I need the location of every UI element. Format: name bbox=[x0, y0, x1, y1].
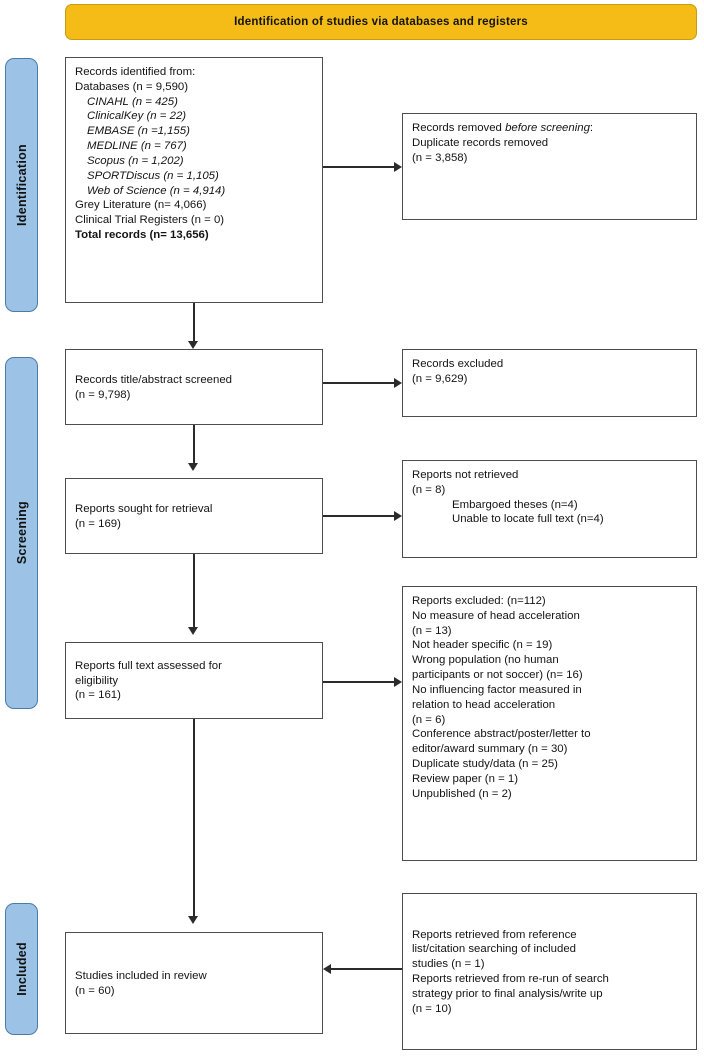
box-records-screened: Records title/abstract screened (n = 9,7… bbox=[65, 349, 323, 425]
source-row-embase: EMBASE (n =1,155) bbox=[87, 125, 190, 138]
reports-retrieved-line2: list/citation searching of included bbox=[412, 943, 576, 956]
reports-excluded-reason: Wrong population (no human bbox=[412, 654, 559, 667]
arrow-full-text-to-included bbox=[188, 916, 198, 924]
studies-included-label: Studies included in review bbox=[75, 969, 207, 982]
stage-tab-included-label: Included bbox=[14, 942, 29, 996]
connector-full-text-to-included bbox=[193, 719, 195, 916]
reports-not-retrieved-reason-embargoed: Embargoed theses (n=4) bbox=[452, 498, 578, 511]
stage-tab-screening: Screening bbox=[5, 357, 38, 709]
full-text-line1: Reports full text assessed for bbox=[75, 659, 222, 672]
source-row-web-of-science: Web of Science (n = 4,914) bbox=[87, 184, 226, 197]
arrow-screened-to-excluded bbox=[394, 378, 402, 388]
source-row-cinahl: CINAHL (n = 425) bbox=[87, 95, 178, 108]
reports-retrieved-line1: Reports retrieved from reference bbox=[412, 928, 577, 941]
reports-retrieved-line5: strategy prior to final analysis/write u… bbox=[412, 987, 603, 1000]
source-row-scopus: Scopus (n = 1,202) bbox=[87, 154, 184, 167]
arrow-full-text-to-excluded-reasons bbox=[394, 677, 402, 687]
records-removed-line2: Duplicate records removed bbox=[412, 136, 549, 149]
stage-tab-included: Included bbox=[5, 903, 38, 1035]
reports-excluded-reason: No influencing factor measured in bbox=[412, 683, 582, 696]
reports-excluded-reason: Not header specific (n = 19) bbox=[412, 639, 553, 652]
stage-tab-screening-label: Screening bbox=[14, 501, 29, 565]
source-row-medline: MEDLINE (n = 767) bbox=[87, 140, 187, 153]
records-screened-label: Records title/abstract screened bbox=[75, 373, 233, 386]
arrow-sought-to-not-retrieved bbox=[394, 511, 402, 521]
box-reports-sought: Reports sought for retrieval (n = 169) bbox=[65, 478, 323, 554]
studies-included-count: (n = 60) bbox=[75, 984, 115, 997]
arrow-identified-to-removed bbox=[394, 162, 402, 172]
full-text-count: (n = 161) bbox=[75, 689, 121, 702]
reports-not-retrieved-label: Reports not retrieved bbox=[412, 469, 519, 481]
reports-excluded-reason: (n = 13) bbox=[412, 624, 452, 637]
reports-excluded-heading: Reports excluded: (n=112) bbox=[412, 595, 546, 607]
box-reports-full-text-assessed: Reports full text assessed for eligibili… bbox=[65, 642, 323, 719]
source-row-clinicalkey: ClinicalKey (n = 22) bbox=[87, 110, 187, 123]
connector-identified-to-removed bbox=[323, 166, 394, 168]
reports-excluded-reason: (n = 6) bbox=[412, 713, 446, 726]
arrow-sought-to-full-text bbox=[188, 627, 198, 635]
box-records-identified: Records identified from: Databases (n = … bbox=[65, 57, 323, 303]
stage-tab-identification: Identification bbox=[5, 58, 38, 312]
records-identified-total: Total records (n= 13,656) bbox=[75, 229, 209, 242]
records-excluded-label: Records excluded bbox=[412, 358, 504, 370]
connector-retrieved-to-included bbox=[331, 968, 402, 970]
stage-tab-identification-label: Identification bbox=[14, 144, 29, 226]
source-row-sportdiscus: SPORTDiscus (n = 1,105) bbox=[87, 169, 219, 182]
reports-retrieved-count: (n = 10) bbox=[412, 1002, 452, 1015]
banner-label: Identification of studies via databases … bbox=[234, 16, 528, 28]
connector-identified-to-screened bbox=[193, 303, 195, 341]
records-identified-heading: Records identified from: bbox=[75, 66, 196, 78]
records-removed-count: (n = 3,858) bbox=[412, 151, 468, 164]
records-identified-grey-literature: Grey Literature (n= 4,066) bbox=[75, 199, 207, 212]
reports-excluded-reason: Unpublished (n = 2) bbox=[412, 787, 512, 800]
reports-excluded-reason: editor/award summary (n = 30) bbox=[412, 743, 568, 756]
reports-sought-count: (n = 169) bbox=[75, 517, 121, 530]
arrow-retrieved-to-included bbox=[323, 964, 331, 974]
records-identified-databases: Databases (n = 9,590) bbox=[75, 80, 189, 93]
box-studies-included: Studies included in review (n = 60) bbox=[65, 932, 323, 1034]
connector-screened-to-excluded bbox=[323, 382, 394, 384]
records-excluded-count: (n = 9,629) bbox=[412, 372, 468, 385]
reports-excluded-reason: Review paper (n = 1) bbox=[412, 772, 519, 785]
reports-retrieved-line3: studies (n = 1) bbox=[412, 958, 485, 971]
box-reports-excluded-reasons: Reports excluded: (n=112) No measure of … bbox=[402, 586, 697, 861]
arrow-identified-to-screened bbox=[188, 341, 198, 349]
connector-screened-to-sought bbox=[193, 425, 195, 463]
box-reports-not-retrieved: Reports not retrieved (n = 8) Embargoed … bbox=[402, 460, 697, 558]
reports-excluded-reason: participants or not soccer) (n= 16) bbox=[412, 669, 583, 682]
reports-excluded-reason: Conference abstract/poster/letter to bbox=[412, 728, 591, 741]
box-records-removed: Records removed before screening: Duplic… bbox=[402, 113, 697, 220]
reports-excluded-reason: Duplicate study/data (n = 25) bbox=[412, 758, 558, 771]
reports-not-retrieved-count: (n = 8) bbox=[412, 483, 446, 496]
connector-sought-to-not-retrieved bbox=[323, 515, 394, 517]
reports-sought-label: Reports sought for retrieval bbox=[75, 502, 213, 515]
records-identified-trial-registers: Clinical Trial Registers (n = 0) bbox=[75, 214, 225, 227]
reports-not-retrieved-reason-unable-locate: Unable to locate full text (n=4) bbox=[452, 513, 604, 526]
records-removed-line1: Records removed before screening: bbox=[412, 122, 594, 134]
box-reports-retrieved: Reports retrieved from reference list/ci… bbox=[402, 893, 697, 1050]
reports-excluded-reason: relation to head acceleration bbox=[412, 698, 556, 711]
reports-excluded-reason: No measure of head acceleration bbox=[412, 609, 580, 622]
connector-full-text-to-excluded-reasons bbox=[323, 681, 394, 683]
full-text-line2: eligibility bbox=[75, 674, 119, 687]
reports-retrieved-line4: Reports retrieved from re-run of search bbox=[412, 973, 609, 985]
records-screened-count: (n = 9,798) bbox=[75, 388, 131, 401]
box-records-excluded: Records excluded (n = 9,629) bbox=[402, 349, 697, 417]
diagram-banner-title: Identification of studies via databases … bbox=[65, 4, 697, 40]
arrow-screened-to-sought bbox=[188, 463, 198, 471]
connector-sought-to-full-text bbox=[193, 554, 195, 627]
